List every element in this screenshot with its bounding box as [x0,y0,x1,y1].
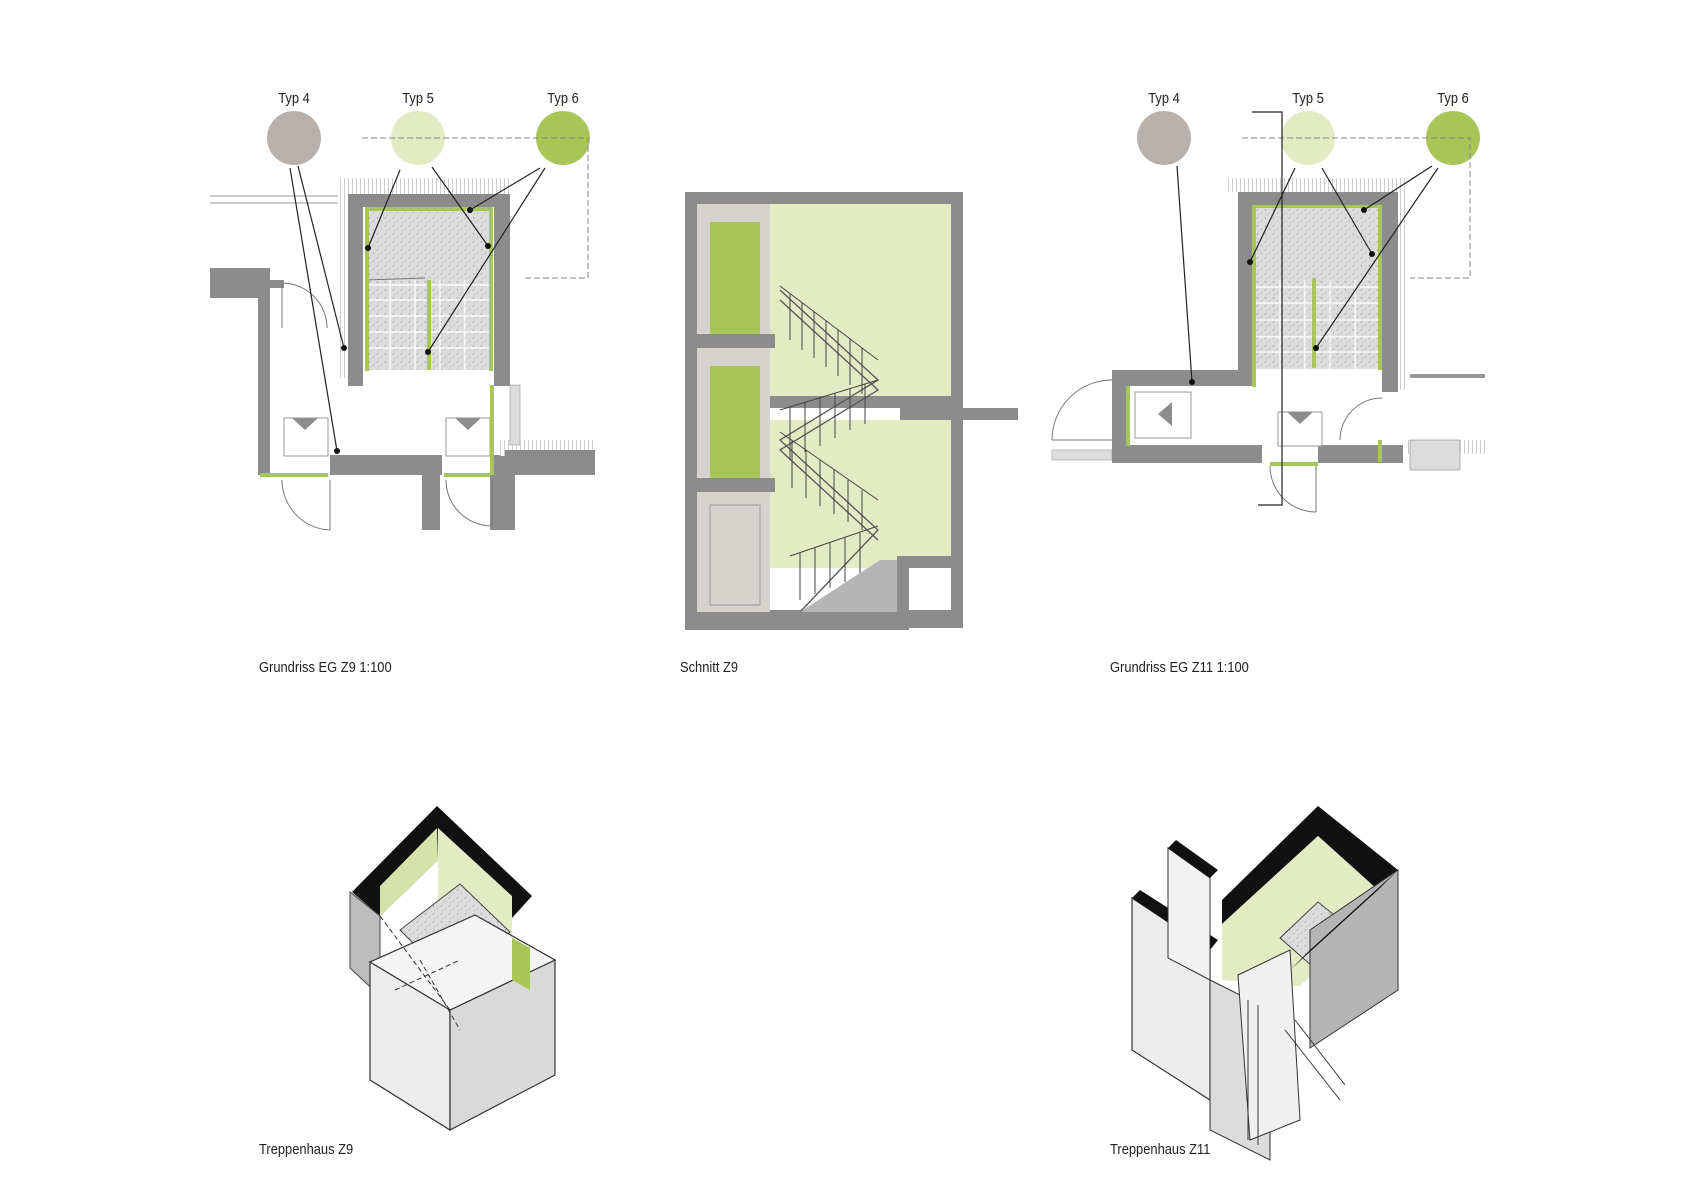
section-z9 [685,192,1018,630]
plan-z9 [210,111,595,531]
caption-grundriss-z11: Grundriss EG Z11 1:100 [1110,659,1249,676]
legend-label-typ5-z9: Typ 5 [402,90,434,107]
iso-z11 [1131,806,1399,1161]
legend-label-typ6-z9: Typ 6 [547,90,579,107]
legend-label-typ5-z11: Typ 5 [1292,90,1324,107]
caption-schnitt-z9: Schnitt Z9 [680,659,739,676]
legend-circle-typ4-z11 [1137,111,1191,165]
iso-z9 [349,806,557,1132]
legend-circle-typ4 [267,111,321,165]
caption-grundriss-z9: Grundriss EG Z9 1:100 [259,659,392,676]
plan-z11 [1051,111,1485,513]
legend-label-typ4-z9: Typ 4 [278,90,310,107]
legend-label-typ6-z11: Typ 6 [1437,90,1469,107]
caption-treppenhaus-z11: Treppenhaus Z11 [1110,1141,1211,1158]
legend-label-typ4-z11: Typ 4 [1148,90,1180,107]
caption-treppenhaus-z9: Treppenhaus Z9 [259,1141,354,1158]
